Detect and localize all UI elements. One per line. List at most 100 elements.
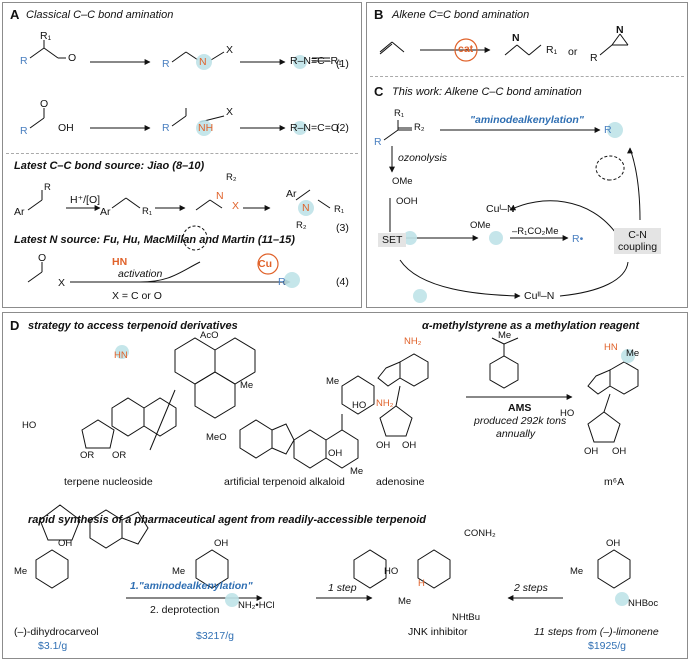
n-source-title: Latest N source: Fu, Hu, MacMillan and M… <box>14 234 295 246</box>
r-label-4: R <box>278 276 286 288</box>
me-carveol: Me <box>14 566 28 577</box>
conh2-jnk: CONH₂ <box>464 528 496 539</box>
limonene-label: 11 steps from (–)-limonene <box>534 626 659 638</box>
r1-label-1: R₁ <box>40 30 52 42</box>
n-b2: N <box>616 24 624 36</box>
me-alkaloid: Me <box>326 376 340 387</box>
aminodealkenylation-label: "aminodealkenylation" <box>470 114 584 126</box>
cu-4: Cu <box>258 258 272 270</box>
ams-label: AMS <box>508 402 532 414</box>
xco-label: X = C or O <box>112 290 162 302</box>
me-styrene: Me <box>498 330 512 341</box>
eq-4: (4) <box>336 276 349 288</box>
nhtbu-jnk: NHtBu <box>452 612 480 623</box>
nh-jnk: H <box>418 578 425 589</box>
cu1-label: Cuᴵ–N <box>486 203 515 215</box>
or-terpene-2: OR <box>112 450 127 461</box>
r-c-product: R <box>604 124 612 136</box>
r-label-2: R <box>20 125 28 137</box>
panel-b-title: Alkene C=C bond amination <box>392 9 530 21</box>
adenosine-label: adenosine <box>376 476 425 488</box>
panel-a-title: Classical C–C bond amination <box>26 9 174 21</box>
step2-label: 2. deprotection <box>150 604 220 616</box>
activation-label: activation <box>118 268 163 280</box>
ar-label-3: Ar <box>14 206 25 218</box>
nhboc-label: NHBoc <box>628 598 659 609</box>
me-m6a: Me <box>626 348 640 359</box>
panel-b-letter: B <box>374 7 384 22</box>
synthesis-title: rapid synthesis of a pharmaceutical agen… <box>28 514 426 526</box>
radical-label: R• <box>572 233 584 245</box>
ams-note-2: annually <box>496 428 536 440</box>
cn-line1: C-N <box>628 229 647 241</box>
amine-salt: NH₂•HCl <box>238 600 275 611</box>
cn-coupling: C-N coupling <box>614 228 662 254</box>
n-amide: NH <box>198 122 214 134</box>
r-label-1: R <box>20 55 28 67</box>
cn-line2: coupling <box>618 241 658 253</box>
r1-c1: R₁ <box>394 108 405 119</box>
nh2-alkaloid: NH₂ <box>376 398 394 409</box>
ho-terpene: HO <box>22 420 37 431</box>
ozonolysis-label: ozonolysis <box>398 152 448 164</box>
price-amine: $3217/g <box>196 630 234 642</box>
n-imine-1: N <box>199 56 207 68</box>
panel-a <box>2 2 362 308</box>
panel-c-letter: C <box>374 84 384 99</box>
hn-4: HN <box>112 256 128 268</box>
jnk-label: JNK inhibitor <box>408 626 468 638</box>
panel-d-title-right: α-methylstyrene as a methylation reagent <box>422 320 640 332</box>
price-carveol: $3.1/g <box>38 640 68 652</box>
me-alkaloid-2: Me <box>350 466 364 477</box>
oh-boc: OH <box>606 538 621 549</box>
one-step-label: 1 step <box>328 582 357 594</box>
ho-jnk: HO <box>384 566 399 577</box>
ar-label-3d: Ar <box>286 188 297 200</box>
set-label: SET <box>378 233 407 247</box>
r1-label-3d: R₁ <box>334 204 345 215</box>
r2-label-3d: R₂ <box>296 220 307 231</box>
oh-carveol: OH <box>58 538 73 549</box>
step1-label: 1."aminodealkenylation" <box>130 580 253 592</box>
nh2-adenosine: NH₂ <box>404 336 422 347</box>
aco-label: AcO <box>200 330 219 341</box>
isocyanide-product: R–N≡C–R₁ <box>290 55 342 67</box>
ome-c2: OMe <box>470 220 491 231</box>
dihydrocarveol-label: (–)-dihydrocarveol <box>14 626 99 638</box>
r2-c1: R₂ <box>414 122 425 133</box>
two-steps-label: 2 steps <box>514 582 548 594</box>
eq-1: (1) <box>336 58 349 70</box>
ar-label-3b: Ar <box>100 206 111 218</box>
panel-c-title: This work: Alkene C–C bond amination <box>392 86 582 98</box>
acid-oh: OH <box>58 122 74 134</box>
panel-d-title-left: strategy to access terpenoid derivatives <box>28 320 238 332</box>
r1-b1: R₁ <box>546 44 558 56</box>
me-amine: Me <box>172 566 186 577</box>
ho-adenosine: HO <box>352 400 367 411</box>
panel-d <box>2 312 688 659</box>
eq-2: (2) <box>336 122 349 134</box>
oh-alkaloid: OH <box>328 448 343 459</box>
separator-bc <box>370 76 684 77</box>
acyl-o: O <box>38 252 47 264</box>
acyl-x: X <box>58 277 66 289</box>
acid-o: O <box>40 98 49 110</box>
alkaloid-label: artificial terpenoid alkaloid <box>224 476 345 488</box>
r-label-1b: R <box>162 58 170 70</box>
oh-adenosine-2: OH <box>402 440 417 451</box>
r2-label-3c: R₂ <box>226 172 237 183</box>
me-terpene: Me <box>240 380 254 391</box>
price-boc: $1925/g <box>588 640 626 652</box>
r1-label-3b: R₁ <box>142 206 153 217</box>
panel-a-letter: A <box>10 7 20 22</box>
or-terpene-1: OR <box>80 450 95 461</box>
oh-adenosine-1: OH <box>376 440 391 451</box>
meo-alkaloid: MeO <box>206 432 227 443</box>
terpene-label: terpene nucleoside <box>64 476 153 488</box>
r-b2: R <box>590 52 598 64</box>
x-label-1: X <box>226 44 234 56</box>
n-b1: N <box>512 32 520 44</box>
m6a-label: m⁶A <box>604 476 625 488</box>
oh-m6a-1: OH <box>584 446 599 457</box>
